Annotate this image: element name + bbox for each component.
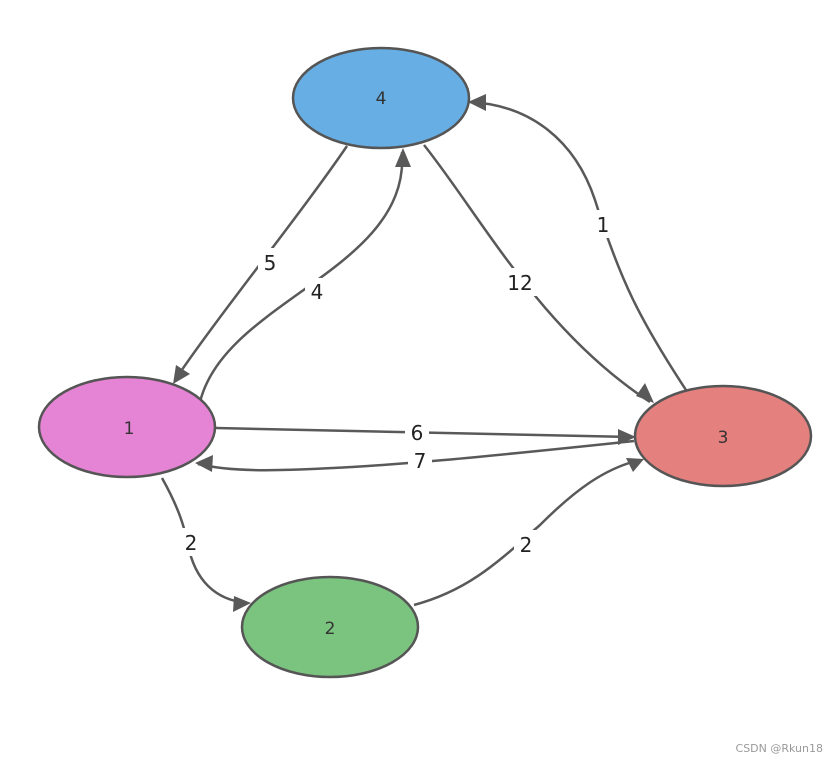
arrowhead-3-1 (195, 455, 213, 472)
node-2: 2 (240, 575, 420, 679)
node-3-label: 3 (718, 428, 729, 448)
watermark: CSDN @Rkun18 (735, 742, 823, 755)
edges (160, 100, 688, 607)
arrowhead-1-2 (233, 596, 251, 612)
arrowhead-4-3 (636, 383, 654, 403)
edge-3-4 (469, 100, 688, 391)
weight-label-1-4: 4 (311, 280, 324, 304)
node-1-label: 1 (124, 419, 135, 439)
weight-label-2-3: 2 (520, 533, 533, 557)
arrowhead-4-1 (173, 365, 190, 384)
edge-1-4 (198, 151, 404, 403)
edge-3-1 (197, 439, 635, 472)
edge-1-2 (160, 477, 248, 605)
node-4: 4 (291, 46, 471, 150)
arrowhead-3-4 (468, 94, 486, 111)
weight-label-4-1: 5 (264, 251, 277, 275)
arrowhead-1-3 (618, 429, 636, 445)
nodes: 4 1 3 2 (37, 46, 813, 679)
arrowhead-1-4 (395, 148, 411, 167)
weight-label-4-3: 12 (507, 271, 532, 295)
node-4-shape (291, 46, 471, 150)
node-3-shape (633, 384, 813, 488)
arrowheads (173, 94, 654, 612)
node-2-label: 2 (325, 619, 336, 639)
node-1-shape (37, 375, 217, 479)
arrowhead-2-3 (626, 458, 644, 472)
node-4-label: 4 (376, 89, 387, 109)
weight-label-3-4: 1 (597, 213, 610, 237)
edge-2-3 (413, 458, 641, 607)
node-1: 1 (37, 375, 217, 479)
weight-label-1-2: 2 (185, 531, 198, 555)
edge-labels: 5 4 12 1 6 7 2 2 (179, 210, 615, 558)
weight-label-1-3: 6 (411, 421, 424, 445)
weight-label-3-1: 7 (414, 449, 427, 473)
node-2-shape (240, 575, 420, 679)
node-3: 3 (633, 384, 813, 488)
